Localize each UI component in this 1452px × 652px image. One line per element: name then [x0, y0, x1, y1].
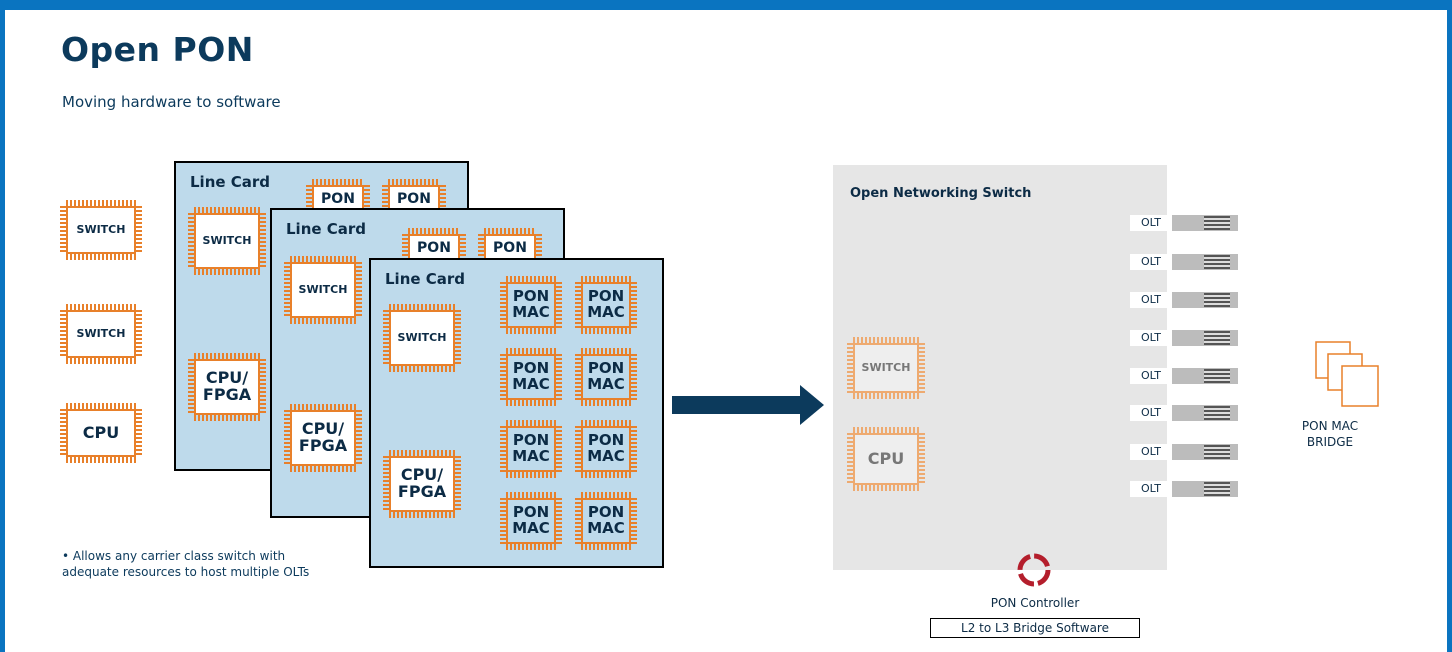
line-card-1-switch-chip: SWITCH — [188, 207, 266, 275]
line-card-1-cpu-label: CPU/ FPGA — [202, 368, 252, 404]
left-switch-chip-1: SWITCH — [60, 200, 142, 260]
pon-mac-chip-2: PON MAC — [575, 276, 637, 334]
pon-mac-label-1: PON MAC — [512, 287, 550, 321]
line-card-3-switch-chip: SWITCH — [383, 304, 461, 372]
left-cpu-chip: CPU — [60, 403, 142, 463]
line-card-3-label: Line Card — [385, 270, 466, 288]
connector-icon — [1204, 369, 1230, 383]
pon-mac-chip-4: PON MAC — [575, 348, 637, 406]
controller-ring-icon — [1017, 553, 1051, 587]
open-switch-switch-label: SWITCH — [861, 361, 911, 375]
page-subtitle: Moving hardware to software — [62, 93, 281, 111]
line-card-2-cpu-label: CPU/ FPGA — [298, 419, 348, 455]
stacked-squares-icon — [1315, 341, 1379, 407]
pon-mac-label-2: PON MAC — [587, 287, 625, 321]
olt-label-5: OLT — [1130, 368, 1172, 384]
olt-label-6: OLT — [1130, 405, 1172, 421]
connector-icon — [1204, 331, 1230, 345]
olt-label-7: OLT — [1130, 444, 1172, 460]
line-card-1-pon-label-2: PON — [397, 190, 431, 207]
transition-arrow-icon — [672, 385, 824, 425]
olt-port-1: OLT — [1130, 215, 1238, 231]
pon-mac-label-3: PON MAC — [512, 359, 550, 393]
pon-mac-chip-1: PON MAC — [500, 276, 562, 334]
connector-icon — [1204, 293, 1230, 307]
open-switch-cpu-chip: CPU — [847, 427, 925, 491]
olt-label-4: OLT — [1130, 330, 1172, 346]
connector-icon — [1204, 482, 1230, 496]
line-card-3-switch-label: SWITCH — [397, 331, 447, 345]
line-card-2-switch-chip: SWITCH — [284, 256, 362, 324]
bullet-note: • Allows any carrier class switch with a… — [62, 549, 310, 579]
olt-port-8: OLT — [1130, 481, 1238, 497]
line-card-2-pon-label-1: PON — [417, 239, 451, 256]
line-card-3-cpu-chip: CPU/ FPGA — [383, 450, 461, 518]
line-card-2-switch-label: SWITCH — [298, 283, 348, 297]
line-card-1-label: Line Card — [190, 173, 271, 191]
left-switch-chip-1-label: SWITCH — [76, 223, 126, 237]
olt-port-6: OLT — [1130, 405, 1238, 421]
left-cpu-chip-label: CPU — [82, 422, 120, 442]
page-title: Open PON — [61, 30, 254, 69]
olt-port-2: OLT — [1130, 254, 1238, 270]
olt-label-8: OLT — [1130, 481, 1172, 497]
pon-mac-chip-3: PON MAC — [500, 348, 562, 406]
line-card-2-cpu-chip: CPU/ FPGA — [284, 404, 362, 472]
connector-icon — [1204, 255, 1230, 269]
line-card-1-pon-label-1: PON — [321, 190, 355, 207]
line-card-1-cpu-chip: CPU/ FPGA — [188, 353, 266, 421]
bridge-software-box: L2 to L3 Bridge Software — [930, 618, 1140, 638]
pon-mac-label-6: PON MAC — [587, 431, 625, 465]
olt-port-4: OLT — [1130, 330, 1238, 346]
line-card-3: Line Card SWITCH CPU/ FPGA PON MAC PON M… — [369, 258, 664, 568]
pon-mac-label-8: PON MAC — [587, 503, 625, 537]
pon-mac-chip-8: PON MAC — [575, 492, 637, 550]
olt-port-7: OLT — [1130, 444, 1238, 460]
olt-label-1: OLT — [1130, 215, 1172, 231]
open-switch-switch-chip: SWITCH — [847, 337, 925, 399]
connector-icon — [1204, 406, 1230, 420]
open-networking-switch-title: Open Networking Switch — [850, 186, 1032, 201]
olt-label-3: OLT — [1130, 292, 1172, 308]
connector-icon — [1204, 445, 1230, 459]
line-card-2-pon-label-2: PON — [493, 239, 527, 256]
line-card-1-switch-label: SWITCH — [202, 234, 252, 248]
pon-mac-chip-7: PON MAC — [500, 492, 562, 550]
line-card-2-label: Line Card — [286, 220, 367, 238]
line-card-3-cpu-label: CPU/ FPGA — [397, 465, 447, 501]
left-switch-chip-2: SWITCH — [60, 304, 142, 364]
connector-icon — [1204, 216, 1230, 230]
pon-mac-label-5: PON MAC — [512, 431, 550, 465]
pon-mac-chip-5: PON MAC — [500, 420, 562, 478]
pon-controller-label: PON Controller — [990, 596, 1080, 610]
pon-mac-bridge-label: PON MAC BRIDGE — [1301, 419, 1359, 449]
pon-mac-label-7: PON MAC — [512, 503, 550, 537]
olt-port-3: OLT — [1130, 292, 1238, 308]
pon-mac-label-4: PON MAC — [587, 359, 625, 393]
pon-mac-chip-6: PON MAC — [575, 420, 637, 478]
left-switch-chip-2-label: SWITCH — [76, 327, 126, 341]
olt-label-2: OLT — [1130, 254, 1172, 270]
olt-port-5: OLT — [1130, 368, 1238, 384]
open-switch-cpu-label: CPU — [867, 448, 905, 468]
